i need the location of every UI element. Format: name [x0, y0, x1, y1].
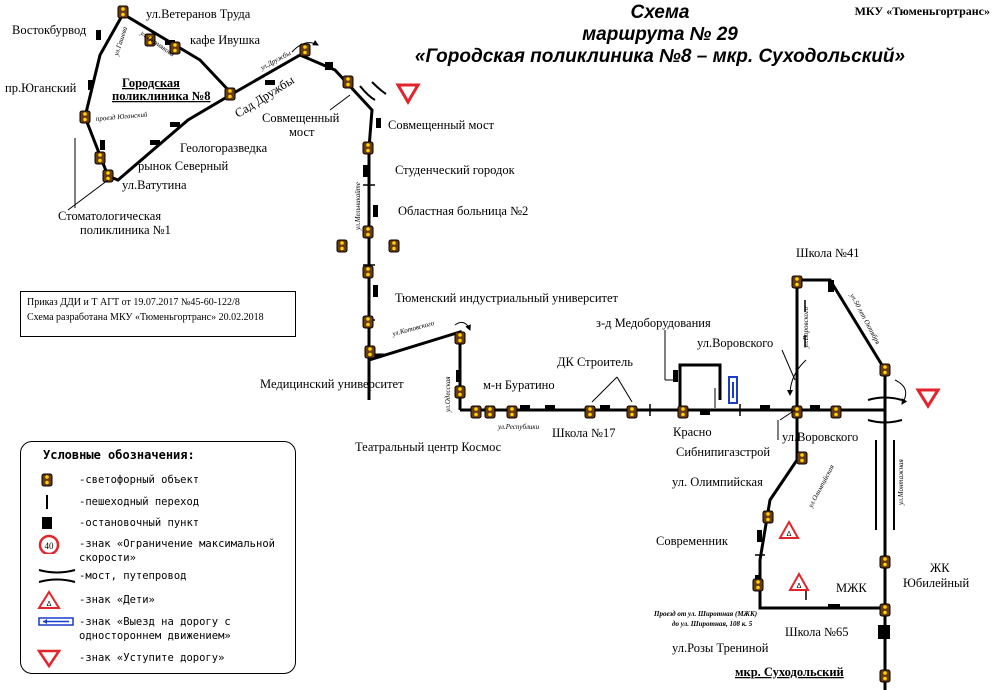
- speed-limit-icon: 40: [38, 534, 60, 554]
- label-veteranov: ул.Ветеранов Труда: [146, 7, 251, 21]
- label-tiu: Тюменский индустриальный университет: [395, 291, 619, 305]
- children-sign-icon: ᐃ: [37, 590, 61, 609]
- yield-sign-1: [395, 83, 421, 105]
- label-kafe: кафе Ивушка: [190, 33, 260, 47]
- legend-title: Условные обозначения:: [43, 448, 195, 462]
- street-odesskaya: ул.Одесская: [444, 377, 452, 414]
- legend-children: ᐃ -знак «Дети»: [37, 590, 292, 610]
- stop-labels: Востокбурвод ул.Ветеранов Труда кафе Иву…: [5, 7, 969, 679]
- label-vatutina: ул.Ватутина: [122, 178, 187, 192]
- bridge-marks: [359, 81, 903, 530]
- label-obl-bolnitsa: Областная больница №2: [398, 204, 528, 218]
- legend-crossing: -пешеходный переход: [37, 492, 292, 512]
- label-sovm-most-1: Совмещенный: [262, 111, 340, 125]
- label-vorovskogo-top: ул.Воровского: [697, 336, 773, 350]
- label-geologorazvedka: Геологоразведка: [180, 141, 268, 155]
- order-note: Приказ ДДИ и Т АГТ от 19.07.2017 №45-60-…: [20, 291, 296, 337]
- legend-label: -знак «Выезд на дорогу с одностороннем д…: [79, 616, 231, 642]
- one-way-exit-icon: [38, 617, 74, 626]
- bridge-icon: [38, 569, 76, 583]
- label-stomat-2: поликлиника №1: [80, 223, 171, 237]
- label-krasno: Красно: [673, 425, 712, 439]
- street-kotovskogo: ул.Котовского: [390, 319, 435, 338]
- label-sovm-most-r: Совмещенный мост: [388, 118, 495, 132]
- label-vorovskogo-bot: ул.Воровского: [782, 430, 858, 444]
- street-proezd-1: Проезд от ул. Широтная (МЖК): [653, 610, 757, 618]
- order-note-line-1: Приказ ДДИ и Т АГТ от 19.07.2017 №45-60-…: [27, 297, 240, 308]
- legend-one-way: -знак «Выезд на дорогу с одностороннем д…: [37, 612, 292, 642]
- yield-sign-2: [915, 388, 941, 409]
- label-sibnigaz: Сибнипигазстрой: [676, 445, 770, 459]
- label-med-univ: Медицинский университет: [260, 377, 404, 391]
- legend-label: -знак «Дети»: [79, 594, 155, 606]
- street-montazhnaya: ул.Монтажная: [897, 459, 905, 506]
- legend-traffic-light: -светофорный объект: [37, 470, 292, 490]
- stop-icon: [42, 517, 52, 529]
- label-dk-stroitel: ДК Строитель: [557, 355, 633, 369]
- callout-lines: [67, 94, 796, 440]
- street-proezd-yuganskiy: проезд Юганский: [95, 110, 148, 123]
- organization-name: МКУ «Тюменьгортранс»: [854, 4, 990, 18]
- label-shkola41: Школа №41: [796, 246, 859, 260]
- legend-label: -знак «Уступите дорогу»: [79, 652, 225, 664]
- label-stud-gorodok: Студенческий городок: [395, 163, 516, 177]
- turn-arrows: [291, 39, 908, 405]
- legend-bridge: -мост, путепровод: [37, 566, 292, 586]
- label-stomat-1: Стоматологическая: [58, 209, 161, 223]
- svg-text:40: 40: [45, 541, 55, 551]
- label-sukhodolskiy: мкр. Суходольский: [735, 665, 844, 679]
- yield-sign-icon: [37, 649, 62, 668]
- legend-label: -мост, путепровод: [79, 570, 187, 582]
- legend: Условные обозначения: -светофорный объек…: [20, 441, 296, 674]
- label-poliklinika-2: поликлиника №8: [112, 89, 211, 103]
- label-rynok: рынок Северный: [138, 159, 229, 173]
- legend-label: -знак «Ограничение максимальной скорости…: [79, 538, 275, 564]
- label-teatr: Театральный центр Космос: [355, 440, 502, 454]
- children-sign-2: ᐃ: [788, 571, 810, 591]
- label-olimpiyskaya: ул. Олимпийская: [672, 475, 763, 489]
- label-shkola17: Школа №17: [552, 426, 615, 440]
- label-poliklinika-1: Городская: [122, 76, 180, 90]
- label-sovm-most-2: мост: [289, 125, 315, 139]
- order-note-line-2: Схема разработана МКУ «Тюменьгортранс» 2…: [27, 312, 264, 323]
- svg-text:ᐃ: ᐃ: [787, 530, 792, 538]
- svg-text:ᐃ: ᐃ: [47, 600, 52, 608]
- one-way-sign: [728, 376, 738, 404]
- title-line-2: маршрута № 29: [582, 24, 738, 45]
- title-line-3: «Городская поликлиника №8 – мкр. Суходол…: [414, 46, 906, 67]
- pedestrian-crossing-icon: [46, 495, 48, 509]
- street-respubliki: ул.Республики: [497, 423, 540, 431]
- label-medoborud: з-д Медоборудования: [596, 316, 711, 330]
- legend-label: -светофорный объект: [79, 474, 200, 486]
- title-line-1: Схема: [630, 2, 690, 23]
- street-melnikaite: ул.Мельникайте: [354, 182, 362, 231]
- svg-text:ᐃ: ᐃ: [797, 582, 802, 590]
- street-olimpiyskaya-v: ул.Олимпийская: [806, 463, 836, 509]
- label-buratino: м-н Буратино: [483, 378, 555, 392]
- legend-stop: -остановочный пункт: [37, 513, 292, 533]
- street-vorovskogo-v: ул.Воровского: [802, 306, 810, 349]
- label-vostokburvod: Востокбурвод: [12, 23, 87, 37]
- label-zhk-1: ЖК: [930, 561, 950, 575]
- label-rozy: ул.Розы Трениной: [672, 641, 769, 655]
- label-zhk-2: Юбилейный: [903, 576, 969, 590]
- legend-label: -остановочный пункт: [79, 517, 200, 529]
- legend-speed-limit: 40 -знак «Ограничение максимальной скоро…: [37, 534, 292, 564]
- legend-yield: -знак «Уступите дорогу»: [37, 648, 292, 668]
- pedestrian-crossings: [363, 184, 807, 600]
- traffic-light-icon: [41, 473, 53, 487]
- label-sovremennik: Современник: [656, 534, 729, 548]
- label-shkola65: Школа №65: [785, 625, 848, 639]
- label-yuganskiy: пр.Юганский: [5, 81, 77, 95]
- children-sign-1: ᐃ: [778, 519, 800, 539]
- legend-label: -пешеходный переход: [79, 496, 200, 508]
- label-mzhk: МЖК: [836, 581, 867, 595]
- street-proezd-2: до ул. Широтная, 108 к. 5: [672, 620, 753, 628]
